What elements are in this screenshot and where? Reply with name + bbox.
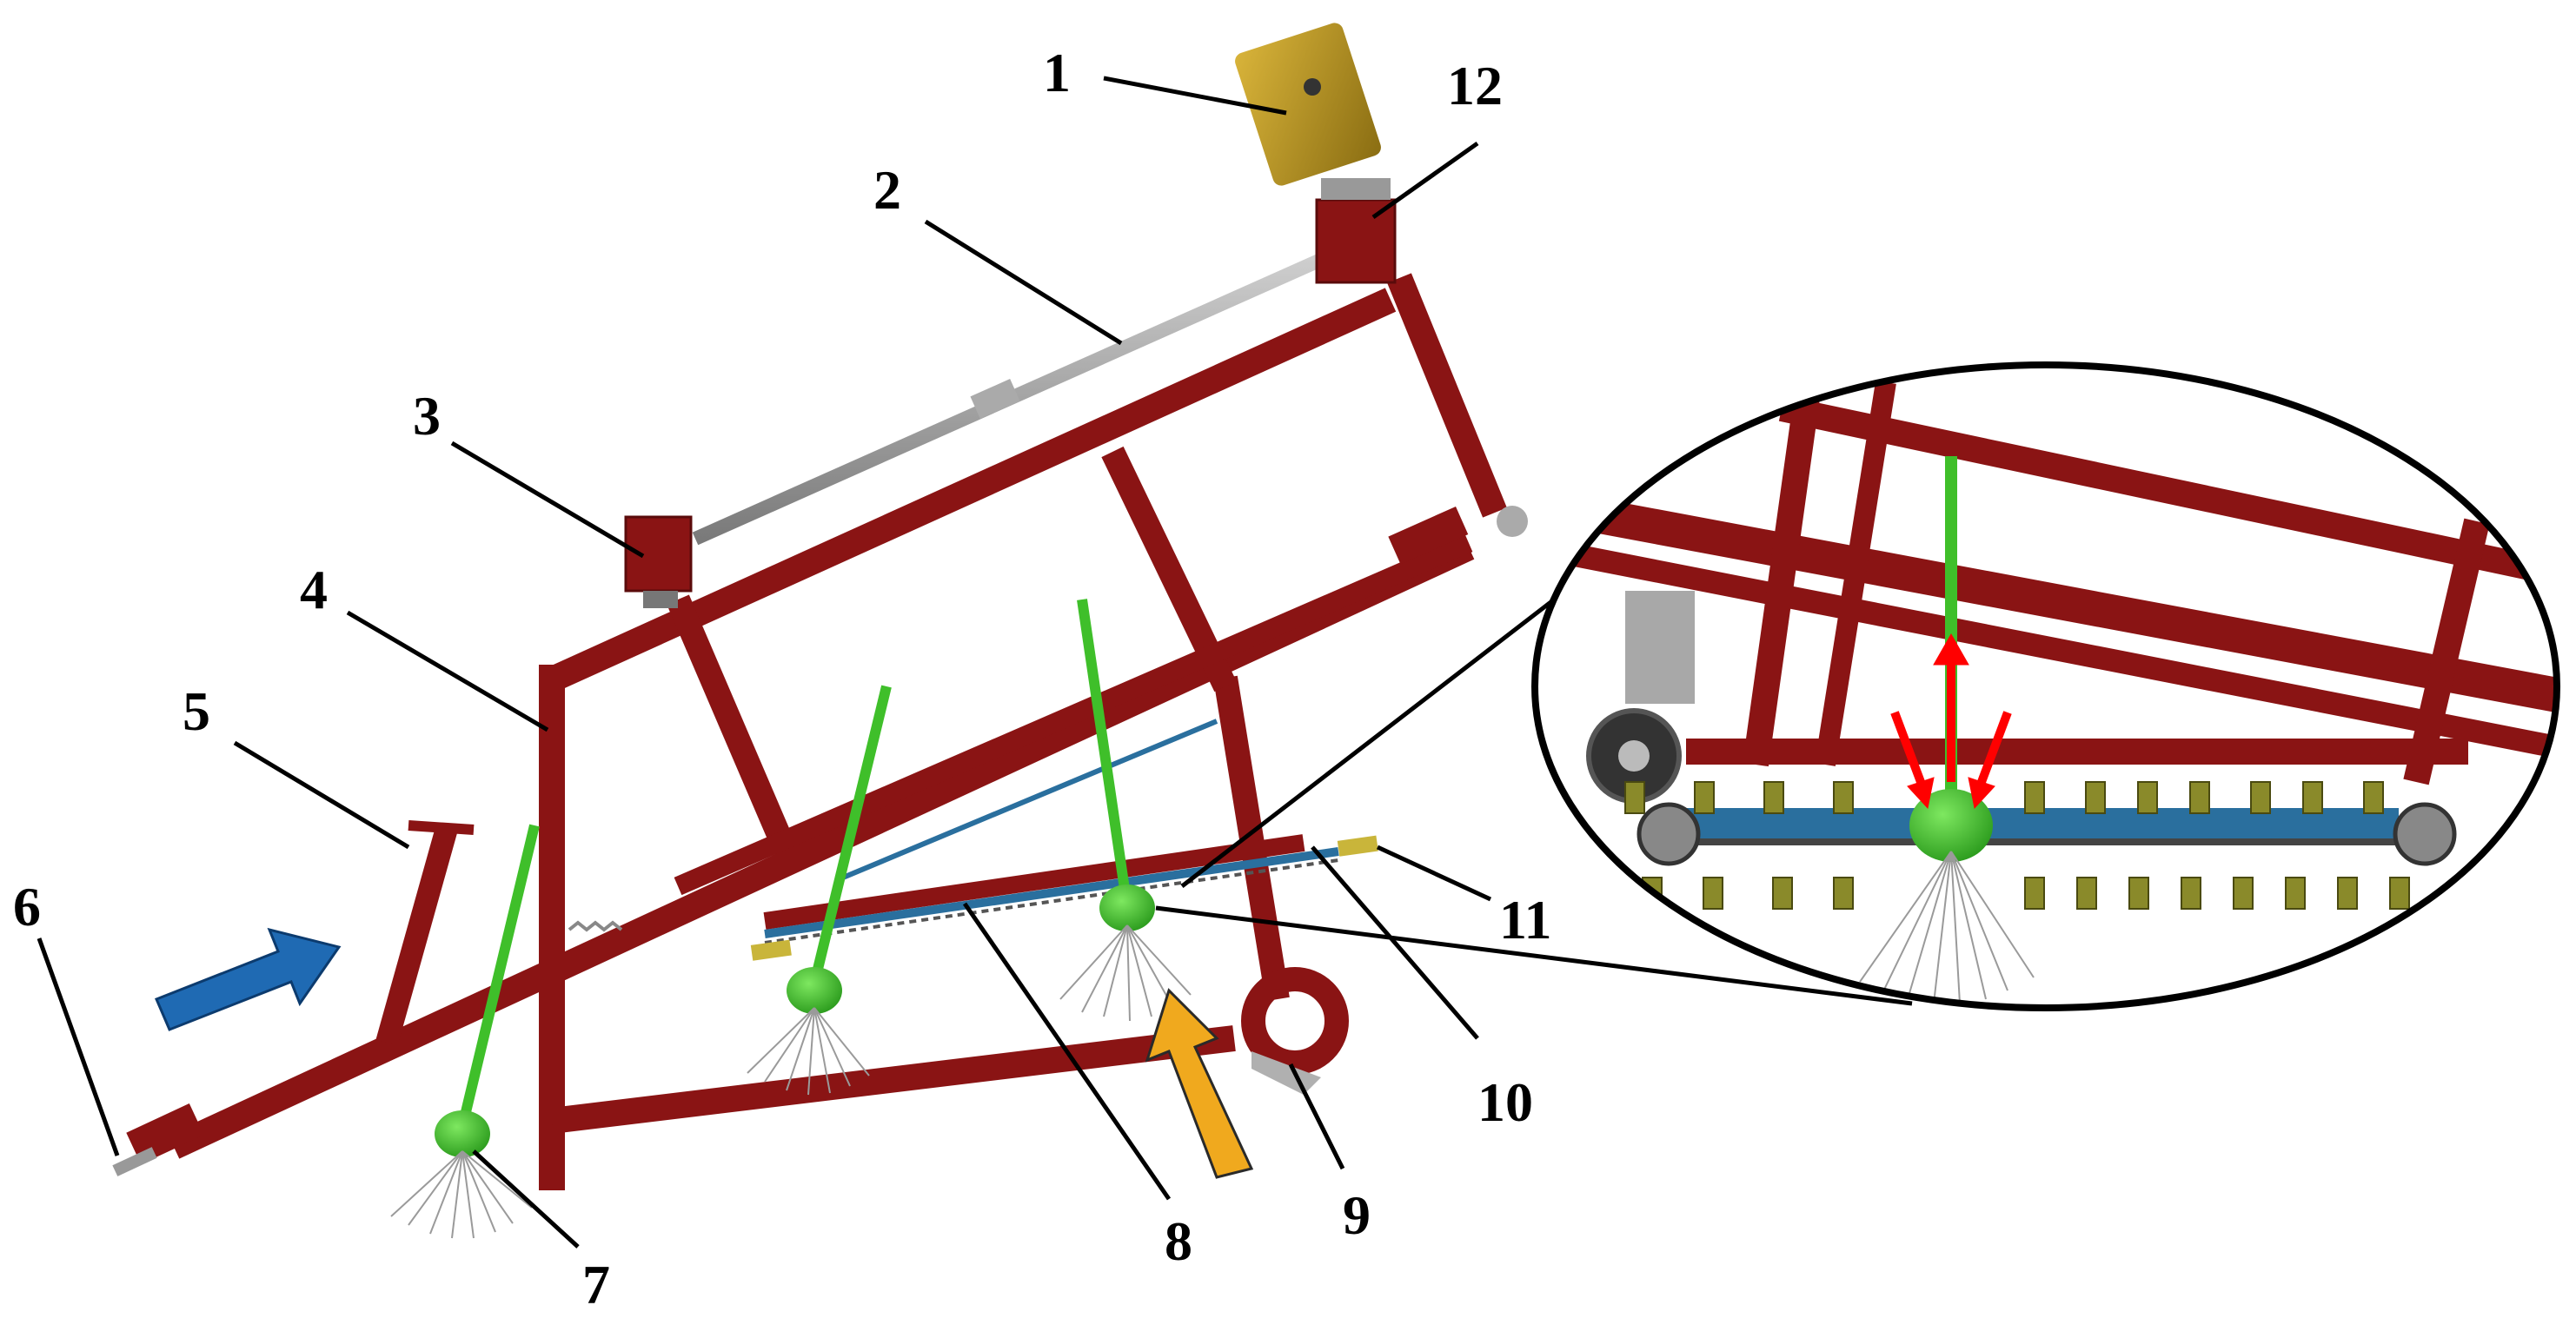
main-frame	[168, 273, 1507, 1190]
callout-4: 4	[300, 559, 328, 620]
end-bracket	[1388, 506, 1469, 565]
garlic-plant-7	[390, 824, 540, 1239]
spring	[568, 920, 623, 932]
drive-shaft-2	[692, 245, 1342, 546]
callout-leaders	[37, 76, 1492, 1249]
end-pulley	[1497, 506, 1528, 537]
callout-2: 2	[873, 159, 901, 221]
clamp-11	[1337, 835, 1378, 857]
leader-6	[37, 937, 120, 1156]
leader-7	[472, 1149, 580, 1249]
callout-11: 11	[1499, 889, 1551, 951]
callout-labels: 1 2 3 4 5 6 7 8 9 10 11 12	[13, 42, 1551, 1315]
leader-4	[346, 610, 549, 732]
callout-5: 5	[183, 680, 210, 742]
lower-diagonal-beam	[168, 535, 1475, 1159]
zoom-leader-bottom	[1155, 905, 1913, 1006]
callout-3: 3	[413, 385, 441, 447]
front-tip-6	[112, 1103, 254, 1176]
force-arrows	[1890, 633, 2012, 810]
right-vertical	[1387, 273, 1507, 518]
exit-direction-arrow	[1145, 988, 1254, 1179]
upper-rail	[674, 533, 1473, 896]
bottom-beam	[550, 1025, 1236, 1134]
zoom-inset	[1535, 365, 2557, 1008]
leader-1	[1103, 76, 1287, 116]
leader-11	[1376, 845, 1492, 902]
leader-10	[1311, 845, 1479, 1040]
right-leg	[1213, 675, 1290, 1002]
gearbox-12	[1315, 178, 1397, 284]
stand-5	[375, 822, 459, 1046]
callout-12: 12	[1447, 55, 1503, 116]
callout-7: 7	[582, 1254, 610, 1315]
leader-8	[962, 902, 1172, 1201]
leader-5	[233, 740, 410, 850]
leader-2	[924, 219, 1123, 346]
garlic-plant-middle	[747, 685, 892, 1096]
callout-10: 10	[1477, 1071, 1533, 1133]
conveyor-chain	[764, 719, 1339, 944]
conveyor-rail	[763, 834, 1305, 930]
callout-1: 1	[1043, 42, 1071, 103]
garlic-plant-right	[1059, 599, 1192, 1022]
leader-3	[450, 441, 645, 559]
feed-direction-arrow	[155, 927, 342, 1031]
stand-5-top	[408, 820, 475, 835]
callout-8: 8	[1165, 1210, 1192, 1272]
callout-6: 6	[13, 876, 41, 937]
leader-9	[1288, 1063, 1345, 1170]
gearbox-3	[624, 515, 693, 608]
callout-9: 9	[1343, 1184, 1371, 1246]
guide-wheel-9	[1241, 967, 1349, 1095]
leader-12	[1371, 141, 1479, 220]
motor-1	[1235, 23, 1381, 186]
clamp-left	[750, 939, 792, 961]
inner-strut-2	[667, 594, 793, 848]
zoom-border	[1531, 361, 2560, 1011]
